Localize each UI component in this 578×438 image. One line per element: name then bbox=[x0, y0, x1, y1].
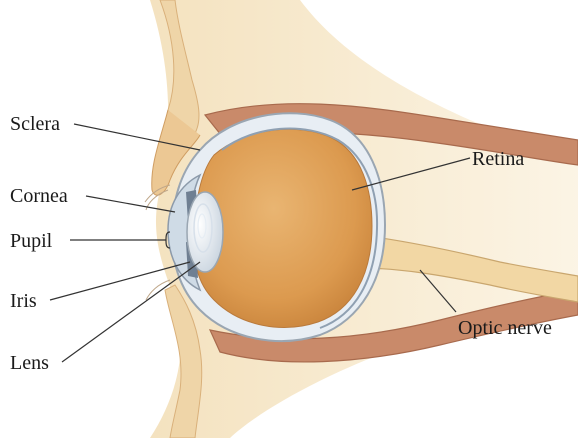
pupil-label: Pupil bbox=[10, 230, 53, 252]
cornea-label: Cornea bbox=[10, 185, 68, 207]
retina-label: Retina bbox=[472, 148, 524, 170]
lens-label: Lens bbox=[10, 352, 49, 374]
optic-nerve-label: Optic nerve bbox=[458, 317, 552, 339]
iris-label: Iris bbox=[10, 290, 37, 312]
sclera-label: Sclera bbox=[10, 113, 60, 135]
